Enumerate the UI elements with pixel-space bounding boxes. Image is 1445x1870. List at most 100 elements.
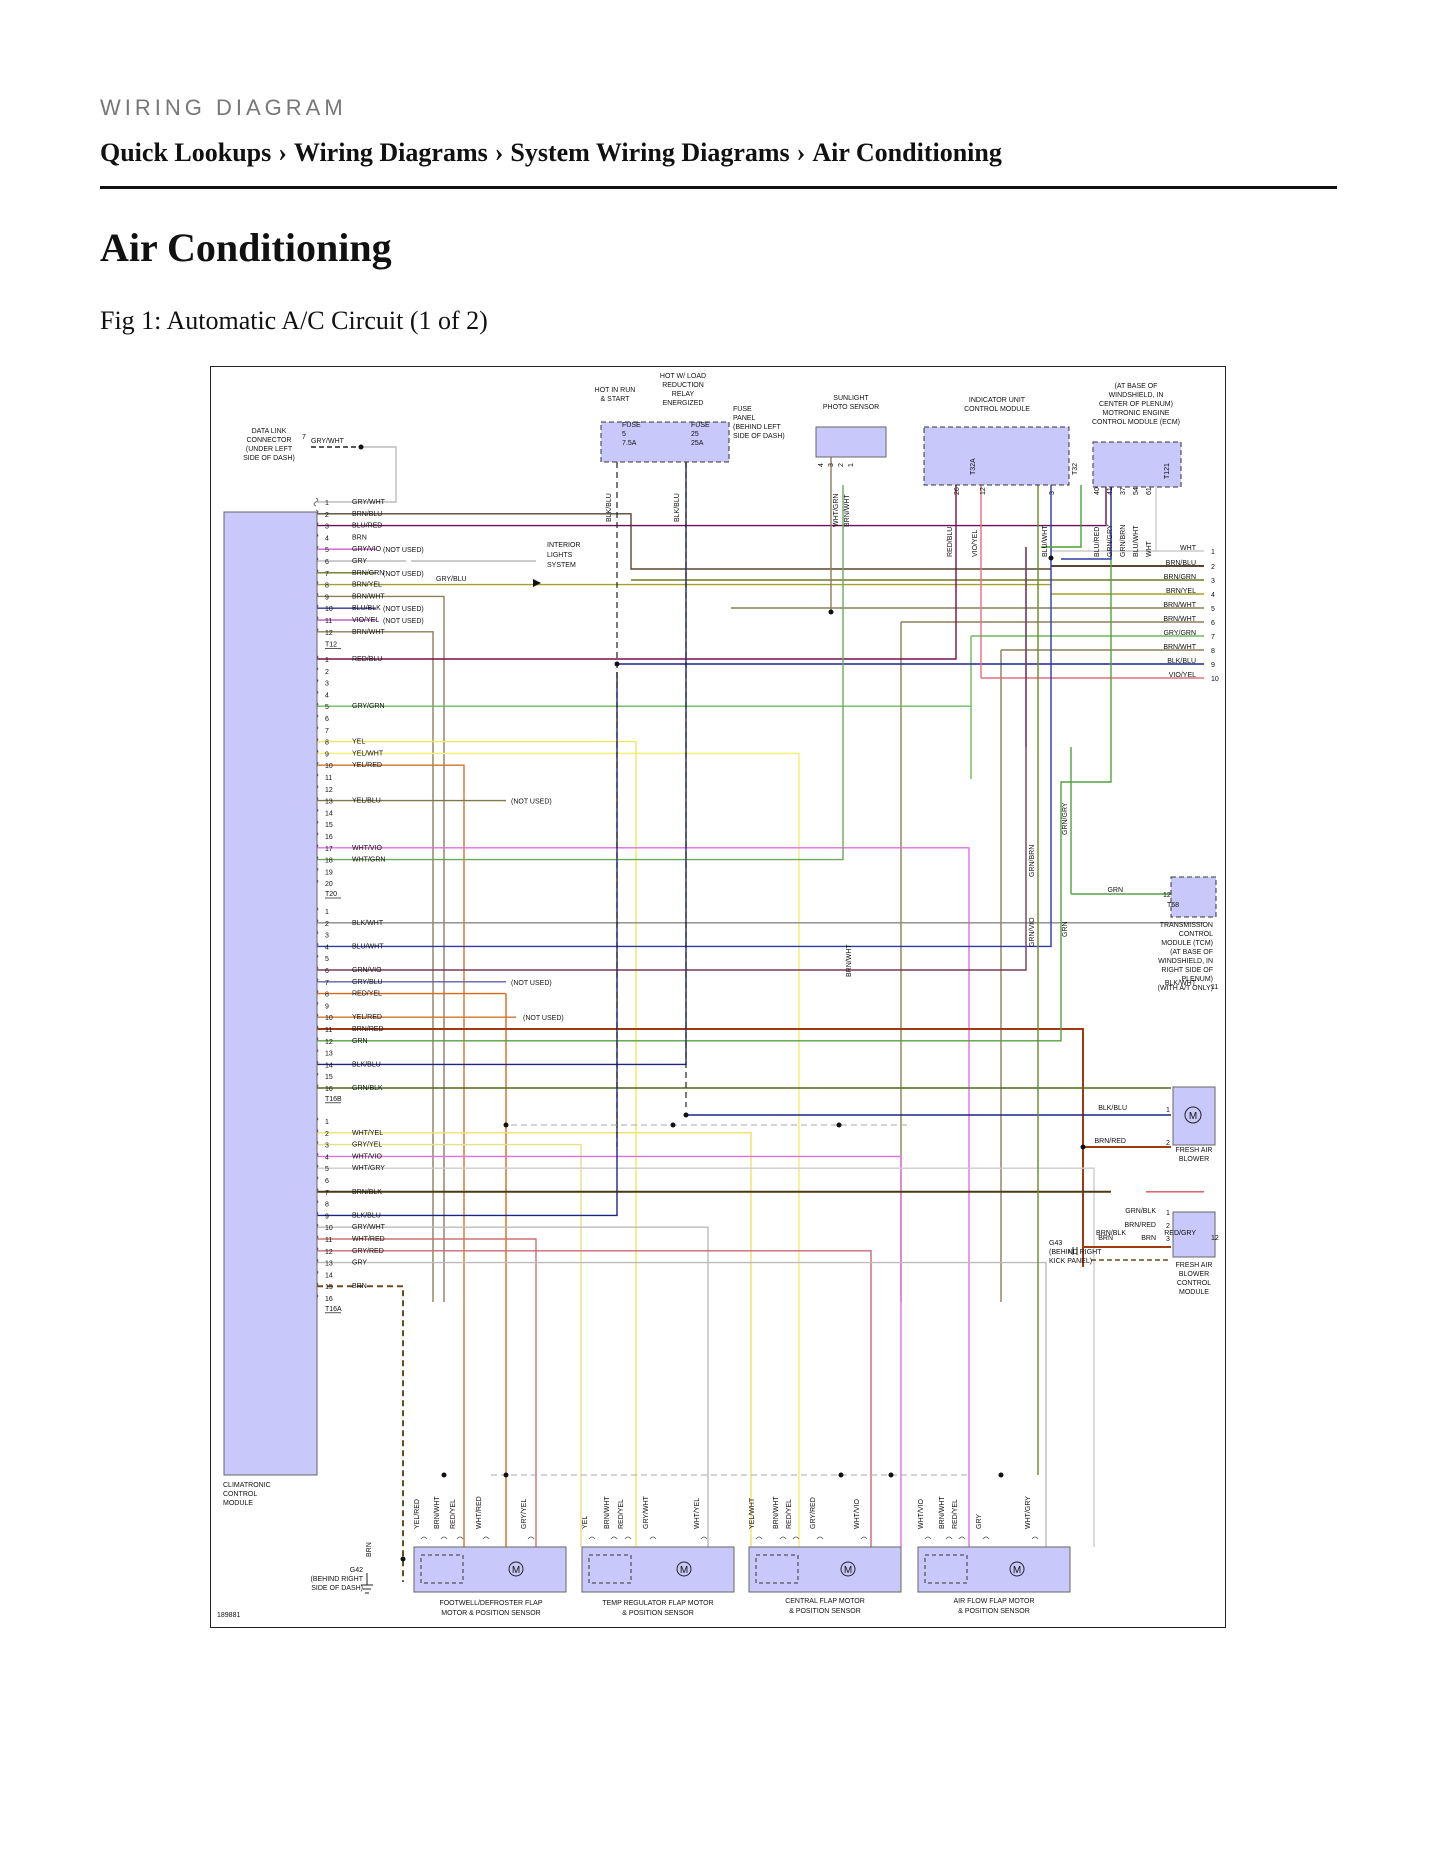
pin-terminal [588,1536,596,1540]
wire-label: VIO/YEL [972,530,979,557]
tcm-label: (WITH A/T ONLY) [1158,985,1213,992]
central-motor-label: CENTRAL FLAP MOTOR [785,1598,865,1605]
pin-number: 4 [818,463,825,467]
pin-number: 9 [325,1213,329,1220]
not-used-label: (NOT USED) [511,799,552,806]
wire-label: GRY/BLU [436,576,467,583]
pin-number: 12 [325,787,333,794]
splice-dot [503,1122,509,1128]
pin-wire-label: GRY/BLU [352,979,383,986]
motor-wire-label: WHT/VIO [854,1499,861,1529]
pin-wire-label: GRY/YEL [352,1142,382,1149]
pin-wire-label: RED/BLU [352,656,382,663]
right-wire-label: BRN/RED [1124,1222,1156,1229]
motor-symbol: M [512,1565,520,1576]
pin-wire-label: WHT/GRY [352,1165,385,1172]
right-wire-number: 8 [1211,648,1215,655]
blower-control-module-label: MODULE [1179,1289,1209,1296]
motor-wire-label: BRN/WHT [434,1496,441,1529]
pin-wire-label: YEL/WHT [352,750,384,757]
pin-number: 10 [325,606,333,613]
pin-number: 6 [325,1178,329,1185]
pin-wire-label: YEL/RED [352,1014,382,1021]
pin-number: 5 [325,547,329,554]
pin-terminal [420,1536,428,1540]
pin-number: 6 [325,716,329,723]
wire-label: BRN/WHT [844,494,851,527]
figure-caption: Fig 1: Automatic A/C Circuit (1 of 2) [100,306,488,335]
breadcrumb-wiring-diagrams[interactable]: Wiring Diagrams [293,138,488,167]
wire-label: BLU/WHT [1042,525,1049,557]
pin-wire-label: BRN/WHT [352,593,385,600]
connector-label: T16A [325,1306,342,1313]
pin-wire-label: BLK/BLU [352,1212,381,1219]
pin-number: 5 [325,956,329,963]
fresh-air-blower-label: FRESH AIR [1176,1147,1213,1154]
ecm-label: WINDSHIELD, IN [1109,392,1164,399]
pin-terminal [958,1536,966,1540]
pin-number: 9 [325,1003,329,1010]
motor-wire-label: WHT/YEL [694,1498,701,1529]
not-used-label: (NOT USED) [523,1015,564,1022]
splice-dot [358,444,364,450]
blower-control-module-label: BLOWER [1179,1271,1209,1278]
not-used-label: (NOT USED) [511,980,552,987]
pin-terminal [610,1536,618,1540]
right-wire-label: BRN/WHT [1163,602,1196,609]
motor-wire-label: BRN/WHT [939,1496,946,1529]
wire-brn-wht [1000,649,1204,1302]
pin-wire-label: BRN/BLK [352,1189,382,1196]
pin-wire-label: VIO/YEL [352,617,379,624]
pin-wire-label: BRN/GRN [352,570,384,577]
interior-lights-label: LIGHTS [547,552,573,559]
pin-number: 19 [325,869,333,876]
footwell-flap-motor [413,1546,567,1593]
blower-motor-symbol: M [1189,1111,1197,1122]
hot-load-label: HOT W/ LOAD [660,373,706,380]
splice-dot [828,609,834,615]
pin-number: 6 [325,559,329,566]
pin-number: 6 [325,968,329,975]
pin-number: 4 [325,535,329,542]
pin-number: 61 [1146,487,1153,495]
fresh-air-blower-control-module [1172,1211,1216,1258]
pin-number: 7 [325,980,329,987]
pin-number: 3 [325,933,329,940]
interior-lights-arrow-icon [533,579,541,587]
splice-dot [503,1472,509,1478]
wire-label: GRN/GRY [1062,802,1069,835]
pin-number: 3 [325,1143,329,1150]
motor-wire-label: WHT/RED [476,1496,483,1529]
not-used-label: (NOT USED) [383,571,424,578]
pin-number: 7 [325,571,329,578]
pin-wire-label: BRN/BLU [352,511,382,518]
ground-g42-label: SIDE OF DASH) [311,1585,363,1592]
wire-brn-blu [317,513,1051,570]
pin-wire-label: GRY/VIO [352,546,382,553]
splice-dot [1048,555,1054,561]
breadcrumb-system-wiring-diagrams[interactable]: System Wiring Diagrams [510,138,790,167]
wire-gry-wht [317,1226,709,1547]
wire-brn-wht [317,631,434,1302]
breadcrumb-air-conditioning[interactable]: Air Conditioning [812,138,1002,167]
pin-terminal [456,1536,464,1540]
wire-red-yel [317,992,507,1547]
pin-number: 2 [325,1131,329,1138]
motor-wire-label: WHT/GRY [1025,1496,1032,1529]
pin-terminal [755,1536,763,1540]
figure-id: 189881 [217,1612,240,1619]
right-wire-label: BLK/WHT [1165,980,1197,987]
splice-dot [888,1472,894,1478]
wire-wht-red [317,1238,537,1547]
wire-vio-yel [980,485,1204,679]
wire-brn [317,1285,404,1582]
right-wire-label: BRN/BLK [1096,1230,1126,1237]
breadcrumb-quick-lookups[interactable]: Quick Lookups [100,138,272,167]
right-wire-number: 9 [1211,662,1215,669]
pin-number: 14 [325,1062,333,1069]
wire-blu-red [317,485,1107,527]
tcm-label: PLENUM) [1181,976,1213,983]
sunlight-sensor-label: SUNLIGHT [833,395,869,402]
ecm-label: CONTROL MODULE (ECM) [1092,419,1180,426]
pin-wire-label: RED/YEL [352,991,382,998]
